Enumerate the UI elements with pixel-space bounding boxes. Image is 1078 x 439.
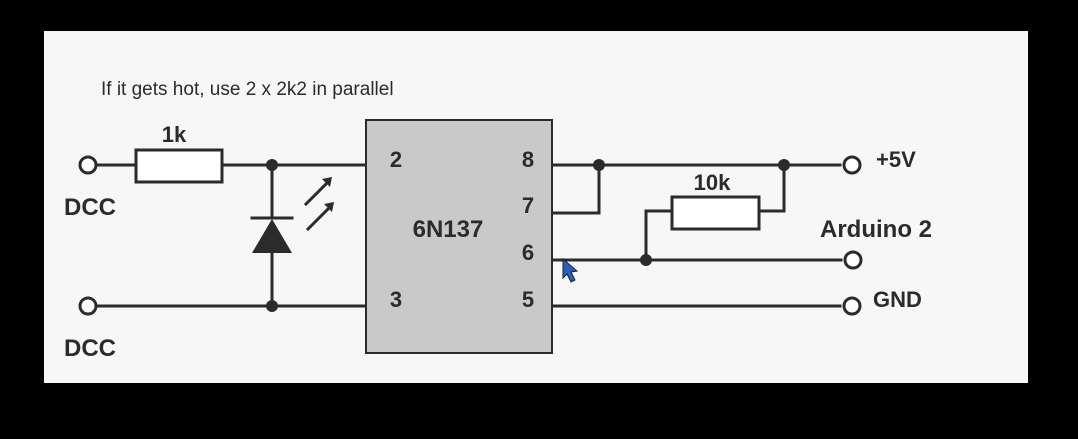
ic-pin-7: 7 bbox=[522, 193, 534, 218]
resistor-10k-label: 10k bbox=[694, 170, 731, 195]
ic-pin-8: 8 bbox=[522, 147, 534, 172]
wire-10k-right bbox=[757, 163, 786, 213]
ic-6n137-body bbox=[365, 119, 553, 354]
junction-dot bbox=[266, 159, 278, 171]
resistor-1k bbox=[134, 148, 224, 184]
led-diode bbox=[252, 219, 292, 253]
terminal-dcc-top bbox=[78, 155, 98, 175]
light-arrows-icon bbox=[303, 177, 334, 232]
wire-10k-left bbox=[644, 209, 674, 262]
optocoupler-schematic: If it gets hot, use 2 x 2k2 in parallel … bbox=[64, 79, 932, 362]
terminal-arduino bbox=[843, 250, 863, 270]
terminal-vcc bbox=[842, 155, 862, 175]
ic-pin-5: 5 bbox=[522, 287, 534, 312]
ic-pin-3: 3 bbox=[390, 287, 402, 312]
ic-pin-2: 2 bbox=[390, 147, 402, 172]
label-arduino: Arduino 2 bbox=[820, 216, 932, 243]
label-dcc-top: DCC bbox=[64, 194, 116, 221]
resistor-10k bbox=[670, 195, 761, 231]
cursor-icon bbox=[562, 257, 579, 283]
label-gnd: GND bbox=[873, 287, 922, 312]
terminal-gnd bbox=[842, 296, 862, 316]
wire-pin7-to-vcc bbox=[550, 163, 601, 215]
junction-dot bbox=[266, 300, 278, 312]
ic-pin-6: 6 bbox=[522, 240, 534, 265]
junction-dot bbox=[593, 159, 605, 171]
label-vcc: +5V bbox=[876, 147, 916, 172]
terminal-dcc-bottom bbox=[78, 296, 98, 316]
ic-name: 6N137 bbox=[413, 216, 484, 243]
junction-dot bbox=[640, 254, 652, 266]
note-text: If it gets hot, use 2 x 2k2 in parallel bbox=[101, 79, 394, 100]
junction-dot bbox=[778, 159, 790, 171]
schematic-slide: If it gets hot, use 2 x 2k2 in parallel … bbox=[44, 31, 1028, 383]
resistor-1k-label: 1k bbox=[162, 122, 187, 147]
label-dcc-bottom: DCC bbox=[64, 335, 116, 362]
